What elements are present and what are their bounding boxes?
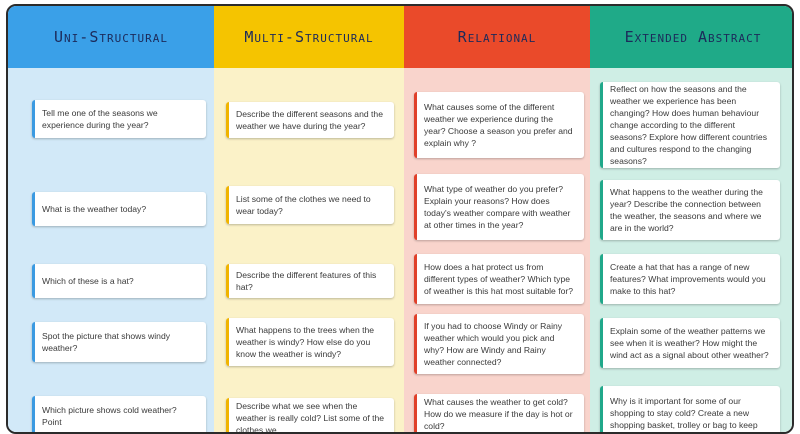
column-uni-structural: Uni-Structural Tell me one of the season…: [8, 6, 214, 432]
question-card: How does a hat protect us from different…: [414, 254, 584, 304]
column-header-uni-structural: Uni-Structural: [8, 6, 214, 68]
question-card: What happens to the trees when the weath…: [226, 318, 394, 366]
question-card: Which of these is a hat?: [32, 264, 206, 298]
question-card: What happens to the weather during the y…: [600, 180, 780, 240]
column-header-multi-structural: Multi-Structural: [214, 6, 404, 68]
question-card: Tell me one of the seasons we experience…: [32, 100, 206, 138]
question-card: If you had to choose Windy or Rainy weat…: [414, 314, 584, 374]
question-card: What is the weather today?: [32, 192, 206, 226]
question-card: Describe what we see when the weather is…: [226, 398, 394, 432]
question-card: List some of the clothes we need to wear…: [226, 186, 394, 224]
column-body-uni-structural: Tell me one of the seasons we experience…: [8, 68, 214, 432]
column-body-multi-structural: Describe the different seasons and the w…: [214, 68, 404, 432]
question-card: Explain some of the weather patterns we …: [600, 318, 780, 368]
question-card: What type of weather do you prefer? Expl…: [414, 174, 584, 240]
question-card: Create a hat that has a range of new fea…: [600, 254, 780, 304]
solo-taxonomy-chart: Uni-Structural Tell me one of the season…: [6, 4, 794, 434]
question-card: What causes the weather to get cold? How…: [414, 394, 584, 432]
column-multi-structural: Multi-Structural Describe the different …: [214, 6, 404, 432]
column-extended-abstract: Extended Abstract Reflect on how the sea…: [590, 6, 792, 432]
question-card: What causes some of the different weathe…: [414, 92, 584, 158]
question-card: Why is it important for some of our shop…: [600, 386, 780, 432]
column-body-extended-abstract: Reflect on how the seasons and the weath…: [590, 68, 792, 432]
column-header-extended-abstract: Extended Abstract: [590, 6, 792, 68]
question-card: Spot the picture that shows windy weathe…: [32, 322, 206, 362]
question-card: Describe the different seasons and the w…: [226, 102, 394, 138]
column-body-relational: What causes some of the different weathe…: [404, 68, 590, 432]
question-card: Describe the different features of this …: [226, 264, 394, 298]
question-card: Which picture shows cold weather? Point: [32, 396, 206, 432]
column-header-relational: Relational: [404, 6, 590, 68]
column-relational: Relational What causes some of the diffe…: [404, 6, 590, 432]
question-card: Reflect on how the seasons and the weath…: [600, 82, 780, 168]
